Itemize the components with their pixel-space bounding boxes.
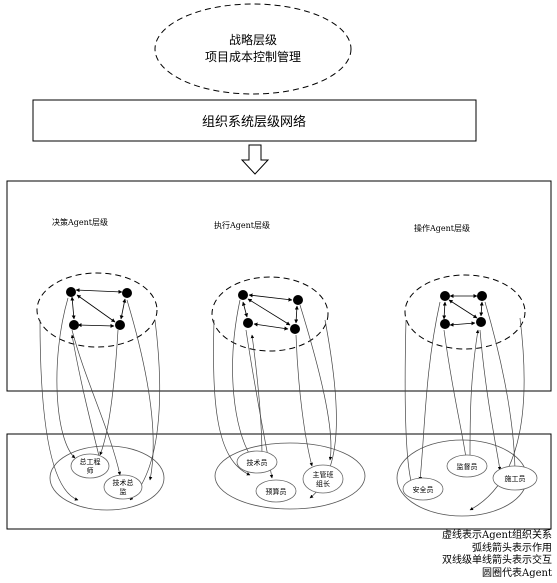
role-node-constructor: 施工员 <box>492 465 538 491</box>
level-label-operation: 操作Agent层级 <box>414 223 470 233</box>
operation-agent-dot <box>476 317 486 327</box>
decision-agent-dot <box>122 288 132 298</box>
strategy-title: 战略层级 <box>229 32 277 47</box>
execution-agent-dot <box>293 295 303 305</box>
operation-agent-dot <box>440 319 450 329</box>
level-label-execution: 执行Agent层级 <box>214 220 270 230</box>
legend-line-arrows: 双线级单线箭头表示交互 <box>442 555 552 566</box>
operation-group-ellipse <box>404 274 526 350</box>
svg-text:监督员: 监督员 <box>457 462 478 471</box>
operation-agent-dot <box>440 291 450 301</box>
svg-text:组长: 组长 <box>316 479 330 488</box>
agent-levels-box <box>6 180 552 392</box>
decision-group-ellipse <box>36 272 158 348</box>
svg-text:预算员: 预算员 <box>266 487 287 496</box>
svg-text:施工员: 施工员 <box>505 474 526 483</box>
execution-roles-ellipse <box>214 442 366 510</box>
execution-agent-dot <box>290 324 300 334</box>
role-node-technical-director: 技术总 监 <box>103 474 143 500</box>
agent-roles-box <box>6 433 552 530</box>
network-box <box>32 99 477 142</box>
svg-text:监: 监 <box>120 487 127 496</box>
svg-text:技术员: 技术员 <box>247 458 268 467</box>
role-node-chief-engineer: 总工程 师 <box>70 453 110 479</box>
svg-text:安全员: 安全员 <box>413 485 434 494</box>
decision-agent-dot <box>115 320 125 330</box>
svg-text:主管班: 主管班 <box>313 470 334 479</box>
execution-agent-dot <box>238 290 248 300</box>
operation-connectors <box>404 301 525 511</box>
role-node-team-leader: 主管班 组长 <box>302 464 344 494</box>
role-node-supervisor: 监督员 <box>446 454 488 478</box>
decision-roles-ellipse <box>49 445 165 511</box>
role-node-technician: 技术员 <box>236 450 278 474</box>
svg-text:技术总: 技术总 <box>113 478 134 487</box>
operation-agent-dot <box>477 291 487 301</box>
execution-group-ellipse <box>211 276 329 352</box>
decision-connectors <box>39 297 161 501</box>
legend-line-dashed: 虚线表示Agent组织关系 <box>442 530 552 541</box>
decision-agent-dot <box>66 287 76 297</box>
execution-agents <box>238 290 303 334</box>
legend-line-arc: 弧线箭头表示作用 <box>472 542 552 554</box>
svg-text:总工程: 总工程 <box>80 457 101 466</box>
operation-agents <box>440 291 487 329</box>
level-label-decision: 决策Agent层级 <box>52 217 108 227</box>
execution-agent-dot <box>243 318 253 328</box>
strategy-subtitle: 项目成本控制管理 <box>205 49 301 64</box>
legend-line-circle: 圆圈代表Agent <box>482 567 552 579</box>
role-node-safety-officer: 安全员 <box>402 477 444 501</box>
strategy-ellipse <box>154 3 352 95</box>
role-node-budgeter: 预算员 <box>255 479 297 503</box>
network-box-label: 组织系统层级网络 <box>202 114 306 130</box>
execution-interactions <box>241 293 299 331</box>
decision-interactions <box>70 288 127 328</box>
svg-text:师: 师 <box>87 466 94 475</box>
down-arrow-icon <box>240 144 270 175</box>
decision-agents <box>66 287 132 330</box>
legend: 虚线表示Agent组织关系 弧线箭头表示作用 双线级单线箭头表示交互 圆圈代表A… <box>440 530 552 580</box>
decision-agent-dot <box>69 320 79 330</box>
operation-interactions <box>442 294 484 327</box>
